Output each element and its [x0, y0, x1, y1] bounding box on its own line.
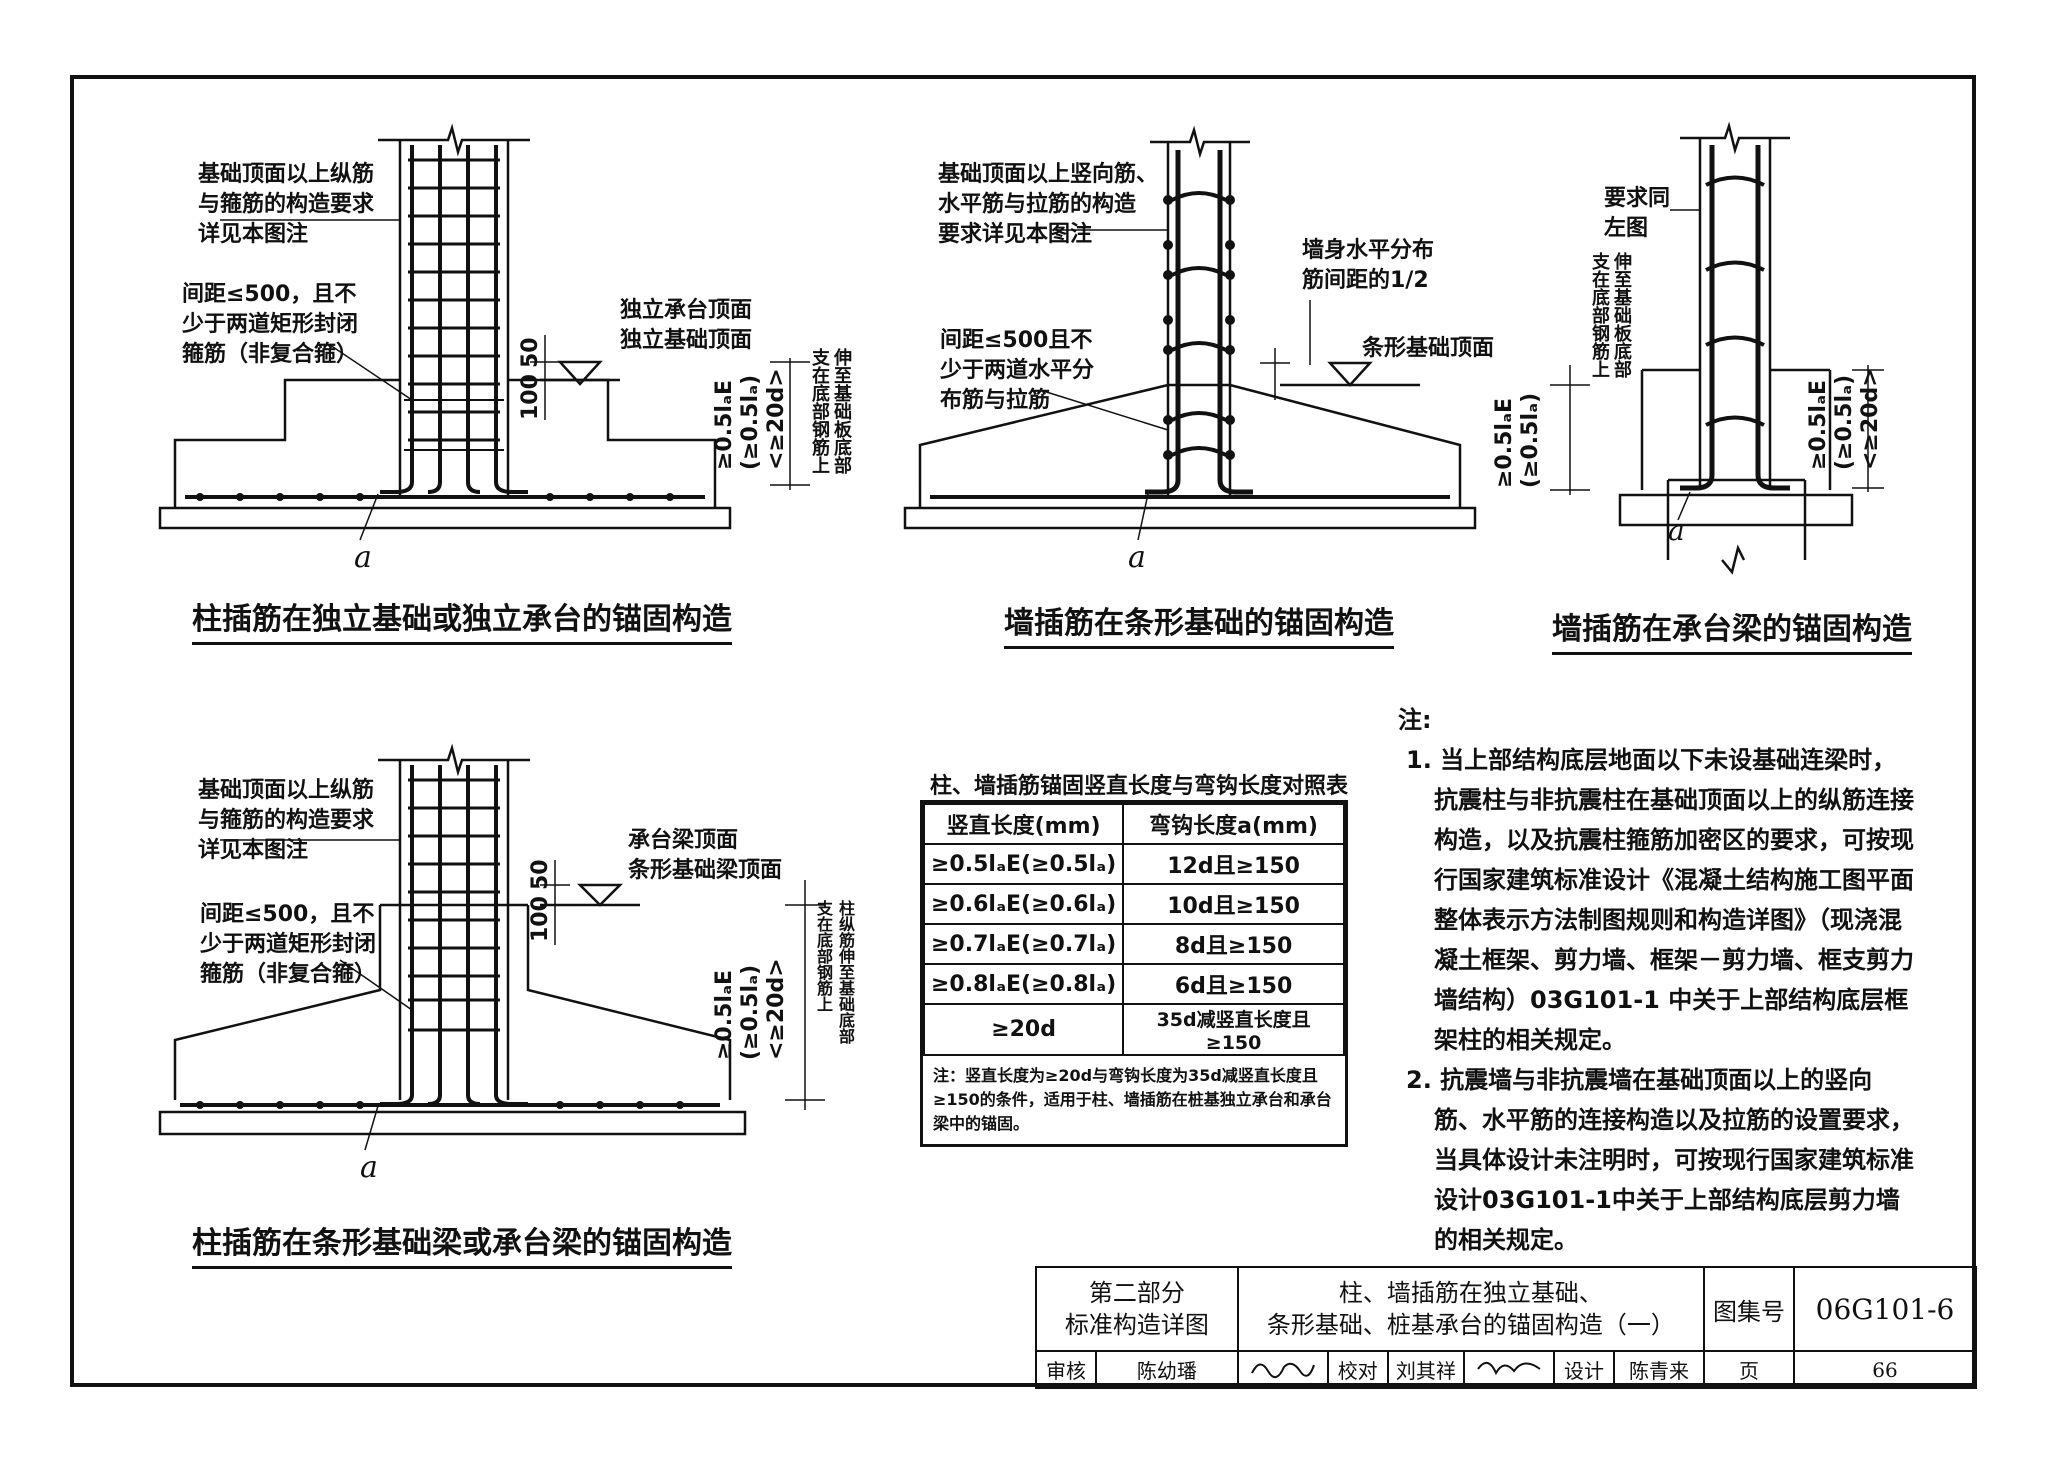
reviewer-signature: [1236, 1350, 1329, 1389]
title-block-part: 第二部分 标准构造详图: [1035, 1266, 1239, 1352]
fig2-drawing: [903, 125, 1590, 541]
designer-name: 陈青来: [1613, 1350, 1705, 1389]
table-cell: ≥0.7lₐE(≥0.7lₐ): [922, 923, 1125, 965]
note-item-1: 1. 当上部结构底层地面以下未设基础连梁时，抗震柱与非抗震柱在基础顶面以上的纵筋…: [1406, 746, 1914, 1054]
table-header-cell: 弯钩长度a(mm): [1122, 803, 1345, 845]
fig1-hook-label: a: [354, 540, 372, 575]
signature-icon: [1250, 1362, 1315, 1378]
fig4-dim-anchor: ≥0.5lₐE (≥0.5lₐ) <≥20d>: [712, 958, 789, 1060]
drawing-frame: [70, 75, 1976, 1387]
note-item-2: 2. 抗震墙与非抗震墙在基础顶面以上的竖向筋、水平筋的连接构造以及拉筋的设置要求…: [1406, 1066, 1914, 1254]
fig1-dim-100: 100: [518, 374, 543, 420]
page-label: 页: [1703, 1350, 1795, 1389]
table-cell: ≥0.5lₐE(≥0.5lₐ): [922, 843, 1125, 885]
fig3-dim-anchor: ≥0.5lₐE (≥0.5lₐ) <≥20d>: [1806, 368, 1883, 470]
fig4-drawing: [158, 743, 825, 1151]
table-title: 柱、墙插筋锚固竖直长度与弯钩长度对照表: [930, 774, 1349, 799]
fig2-label-top: 基础顶面以上竖向筋、 水平筋与拉筋的构造 要求详见本图注: [938, 162, 1159, 247]
table-cell: ≥20d: [922, 1003, 1125, 1056]
table-cell: 12d且≥150: [1122, 843, 1345, 885]
anchor-table-grid: 竖直长度(mm) 弯钩长度a(mm) ≥0.5lₐE(≥0.5lₐ) 12d且≥…: [922, 803, 1345, 1056]
fig3-hook-label: a: [1668, 514, 1685, 547]
table-cell: 6d且≥150: [1122, 963, 1345, 1005]
fig4-caption: 柱插筋在条形基础梁或承台梁的锚固构造: [192, 1218, 732, 1269]
table-header-row: 竖直长度(mm) 弯钩长度a(mm): [922, 803, 1345, 845]
reviewer-name: 陈幼璠: [1095, 1350, 1239, 1389]
fig1-caption: 柱插筋在独立基础或独立承台的锚固构造: [192, 594, 732, 645]
notes-section: 注: 1. 当上部结构底层地面以下未设基础连梁时，抗震柱与非抗震柱在基础顶面以上…: [1398, 700, 1918, 1260]
fig3-caption: 墙插筋在承台梁的锚固构造: [1552, 604, 1912, 655]
atlas-number: 06G101-6: [1793, 1266, 1977, 1352]
fig1-dim-50: 50: [518, 337, 543, 368]
fig4-dim-50: 50: [528, 859, 553, 890]
fig4-label-spacing: 间距≤500，且不 少于两道矩形封闭 箍筋（非复合箍）: [200, 902, 377, 987]
fig2-label-surface: 条形基础顶面: [1362, 336, 1495, 361]
anchor-length-table: 竖直长度(mm) 弯钩长度a(mm) ≥0.5lₐE(≥0.5lₐ) 12d且≥…: [920, 800, 1348, 1147]
title-block: 第二部分 标准构造详图 柱、墙插筋在独立基础、 条形基础、桩基承台的锚固构造（一…: [1035, 1266, 1977, 1389]
fig2-label-spacing: 间距≤500且不 少于两道水平分 布筋与拉筋: [940, 328, 1095, 413]
table-row: ≥0.6lₐE(≥0.6lₐ) 10d且≥150: [922, 883, 1345, 925]
table-cell: 8d且≥150: [1122, 923, 1345, 965]
fig1-label-surface: 独立承台顶面 独立基础顶面: [620, 298, 753, 353]
table-row: ≥0.8lₐE(≥0.8lₐ) 6d且≥150: [922, 963, 1345, 1005]
part-label: 第二部分: [1088, 1279, 1185, 1307]
atlas-label: 图集号: [1703, 1266, 1795, 1352]
fig4-vertical-note: 柱纵筋伸至基础底部 支在底部钢筋上: [814, 900, 855, 1044]
fig4-hook-label: a: [360, 1150, 378, 1185]
fig2-dim-anchor: ≥0.5lₐE (≥0.5lₐ): [1492, 392, 1543, 488]
fig1-drawing: [158, 123, 810, 541]
table-header-cell: 竖直长度(mm): [922, 803, 1125, 845]
fig4-label-top: 基础顶面以上纵筋 与箍筋的构造要求 详见本图注: [198, 778, 375, 863]
fig2-label-half-spacing: 墙身水平分布 筋间距的1/2: [1302, 238, 1435, 293]
fig1-vertical-note: 伸至基础板底部 支在底部钢筋上: [809, 348, 852, 474]
check-label: 校对: [1326, 1350, 1389, 1389]
fig1-dim-anchor: ≥0.5lₐE (≥0.5lₐ) <≥20d>: [712, 368, 789, 470]
fig1-label-spacing: 间距≤500，且不 少于两道矩形封闭 箍筋（非复合箍）: [182, 282, 359, 367]
design-label: 设计: [1553, 1350, 1615, 1389]
review-label: 审核: [1035, 1350, 1097, 1389]
fig4-dim-100: 100: [528, 896, 553, 942]
table-cell: 35d减竖直长度且≥150: [1122, 1003, 1345, 1056]
table-cell: ≥0.6lₐE(≥0.6lₐ): [922, 883, 1125, 925]
fig2-hook-label: a: [1128, 540, 1146, 575]
checker-signature: [1463, 1350, 1555, 1389]
fig1-label-top: 基础顶面以上纵筋 与箍筋的构造要求 详见本图注: [198, 162, 375, 247]
fig3-label-top: 要求同 左图: [1604, 186, 1671, 241]
title-block-title: 柱、墙插筋在独立基础、 条形基础、桩基承台的锚固构造（一）: [1236, 1266, 1706, 1352]
part-sub-label: 标准构造详图: [1064, 1311, 1209, 1339]
table-row: ≥20d 35d减竖直长度且≥150: [922, 1003, 1345, 1056]
table-row: ≥0.7lₐE(≥0.7lₐ) 8d且≥150: [922, 923, 1345, 965]
fig2-caption: 墙插筋在条形基础的锚固构造: [1004, 598, 1394, 649]
drawing-title-line2: 条形基础、桩基承台的锚固构造（一）: [1266, 1311, 1675, 1339]
checker-name: 刘其祥: [1386, 1350, 1466, 1389]
table-row: ≥0.5lₐE(≥0.5lₐ) 12d且≥150: [922, 843, 1345, 885]
fig3-drawing: [1618, 121, 1884, 575]
page-number: 66: [1793, 1350, 1977, 1389]
fig2-vertical-note: 伸至基础板底部 支在底部钢筋上: [1589, 252, 1632, 378]
table-cell: 10d且≥150: [1122, 883, 1345, 925]
signature-icon: [1477, 1362, 1541, 1376]
notes-heading: 注:: [1398, 706, 1432, 734]
fig4-label-surface: 承台梁顶面 条形基础梁顶面: [628, 828, 783, 883]
drawing-title-line1: 柱、墙插筋在独立基础、: [1338, 1279, 1603, 1307]
table-cell: ≥0.8lₐE(≥0.8lₐ): [922, 963, 1125, 1005]
table-note: 注：竖直长度为≥20d与弯钩长度为35d减竖直长度且≥150的条件，适用于柱、墙…: [933, 1066, 1332, 1133]
